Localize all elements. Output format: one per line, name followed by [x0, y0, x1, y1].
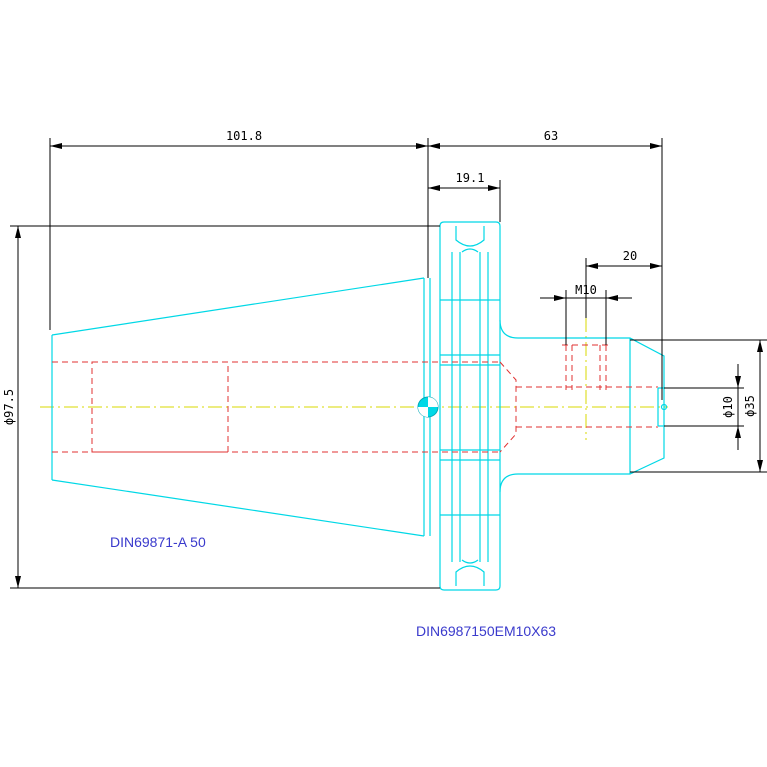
taper-standard-label: DIN69871-A 50: [110, 534, 206, 550]
dim-shank-length: 63: [428, 129, 663, 400]
dim-taper-length: 101.8: [49, 129, 429, 330]
dim-flange-diameter-text: ϕ97.5: [2, 389, 16, 425]
center-marker: [417, 396, 439, 418]
dim-bore-diameter: ϕ10: [664, 364, 744, 450]
dim-thread-text: M10: [575, 283, 597, 297]
shank-outline: [499, 319, 668, 493]
dim-bore-diameter-text: ϕ10: [721, 396, 735, 418]
dim-flange-width: 19.1: [428, 171, 501, 222]
dim-thread-offset: 20: [585, 249, 662, 318]
dim-shank-diameter: ϕ35: [630, 339, 767, 473]
dim-flange-diameter: ϕ97.5: [2, 225, 440, 589]
dim-shank-diameter-text: ϕ35: [743, 395, 757, 417]
dim-thread-offset-text: 20: [623, 249, 637, 263]
hidden-lines: [52, 344, 658, 453]
dim-flange-width-text: 19.1: [456, 171, 485, 185]
flange-outline: [439, 221, 501, 591]
part-code-label: DIN6987150EM10X63: [416, 623, 556, 639]
dim-thread: M10: [540, 283, 632, 345]
dim-taper-length-text: 101.8: [226, 129, 262, 143]
dim-shank-length-text: 63: [544, 129, 558, 143]
